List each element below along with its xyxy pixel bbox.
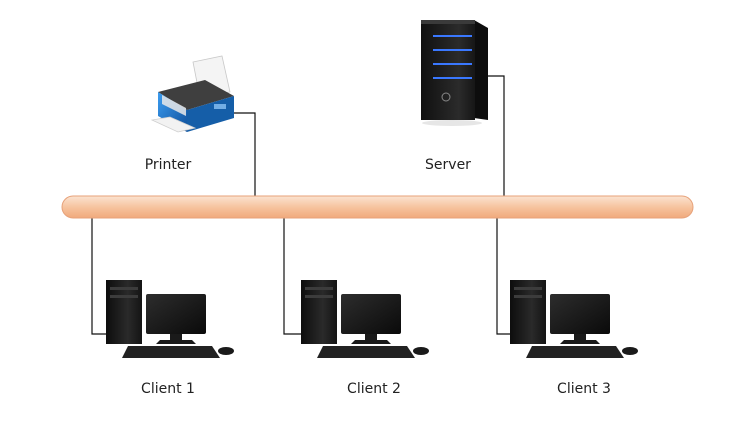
client1-label: Client 1	[141, 381, 195, 397]
network-bus	[61, 195, 694, 219]
server-icon	[421, 20, 488, 126]
client3-connector	[496, 218, 512, 335]
printer-connector	[234, 112, 256, 198]
client2-connector	[283, 218, 303, 335]
client2-label: Client 2	[347, 381, 401, 397]
client1-computer-icon	[106, 280, 234, 358]
client1-connector	[91, 218, 108, 335]
client3-computer-icon	[510, 280, 638, 358]
client2-computer-icon	[301, 280, 429, 358]
server-connector	[486, 75, 505, 198]
client3-label: Client 3	[557, 381, 611, 397]
server-label: Server	[425, 157, 471, 173]
connector-lines	[91, 75, 512, 335]
printer-icon	[150, 55, 234, 133]
printer-label: Printer	[144, 157, 192, 173]
